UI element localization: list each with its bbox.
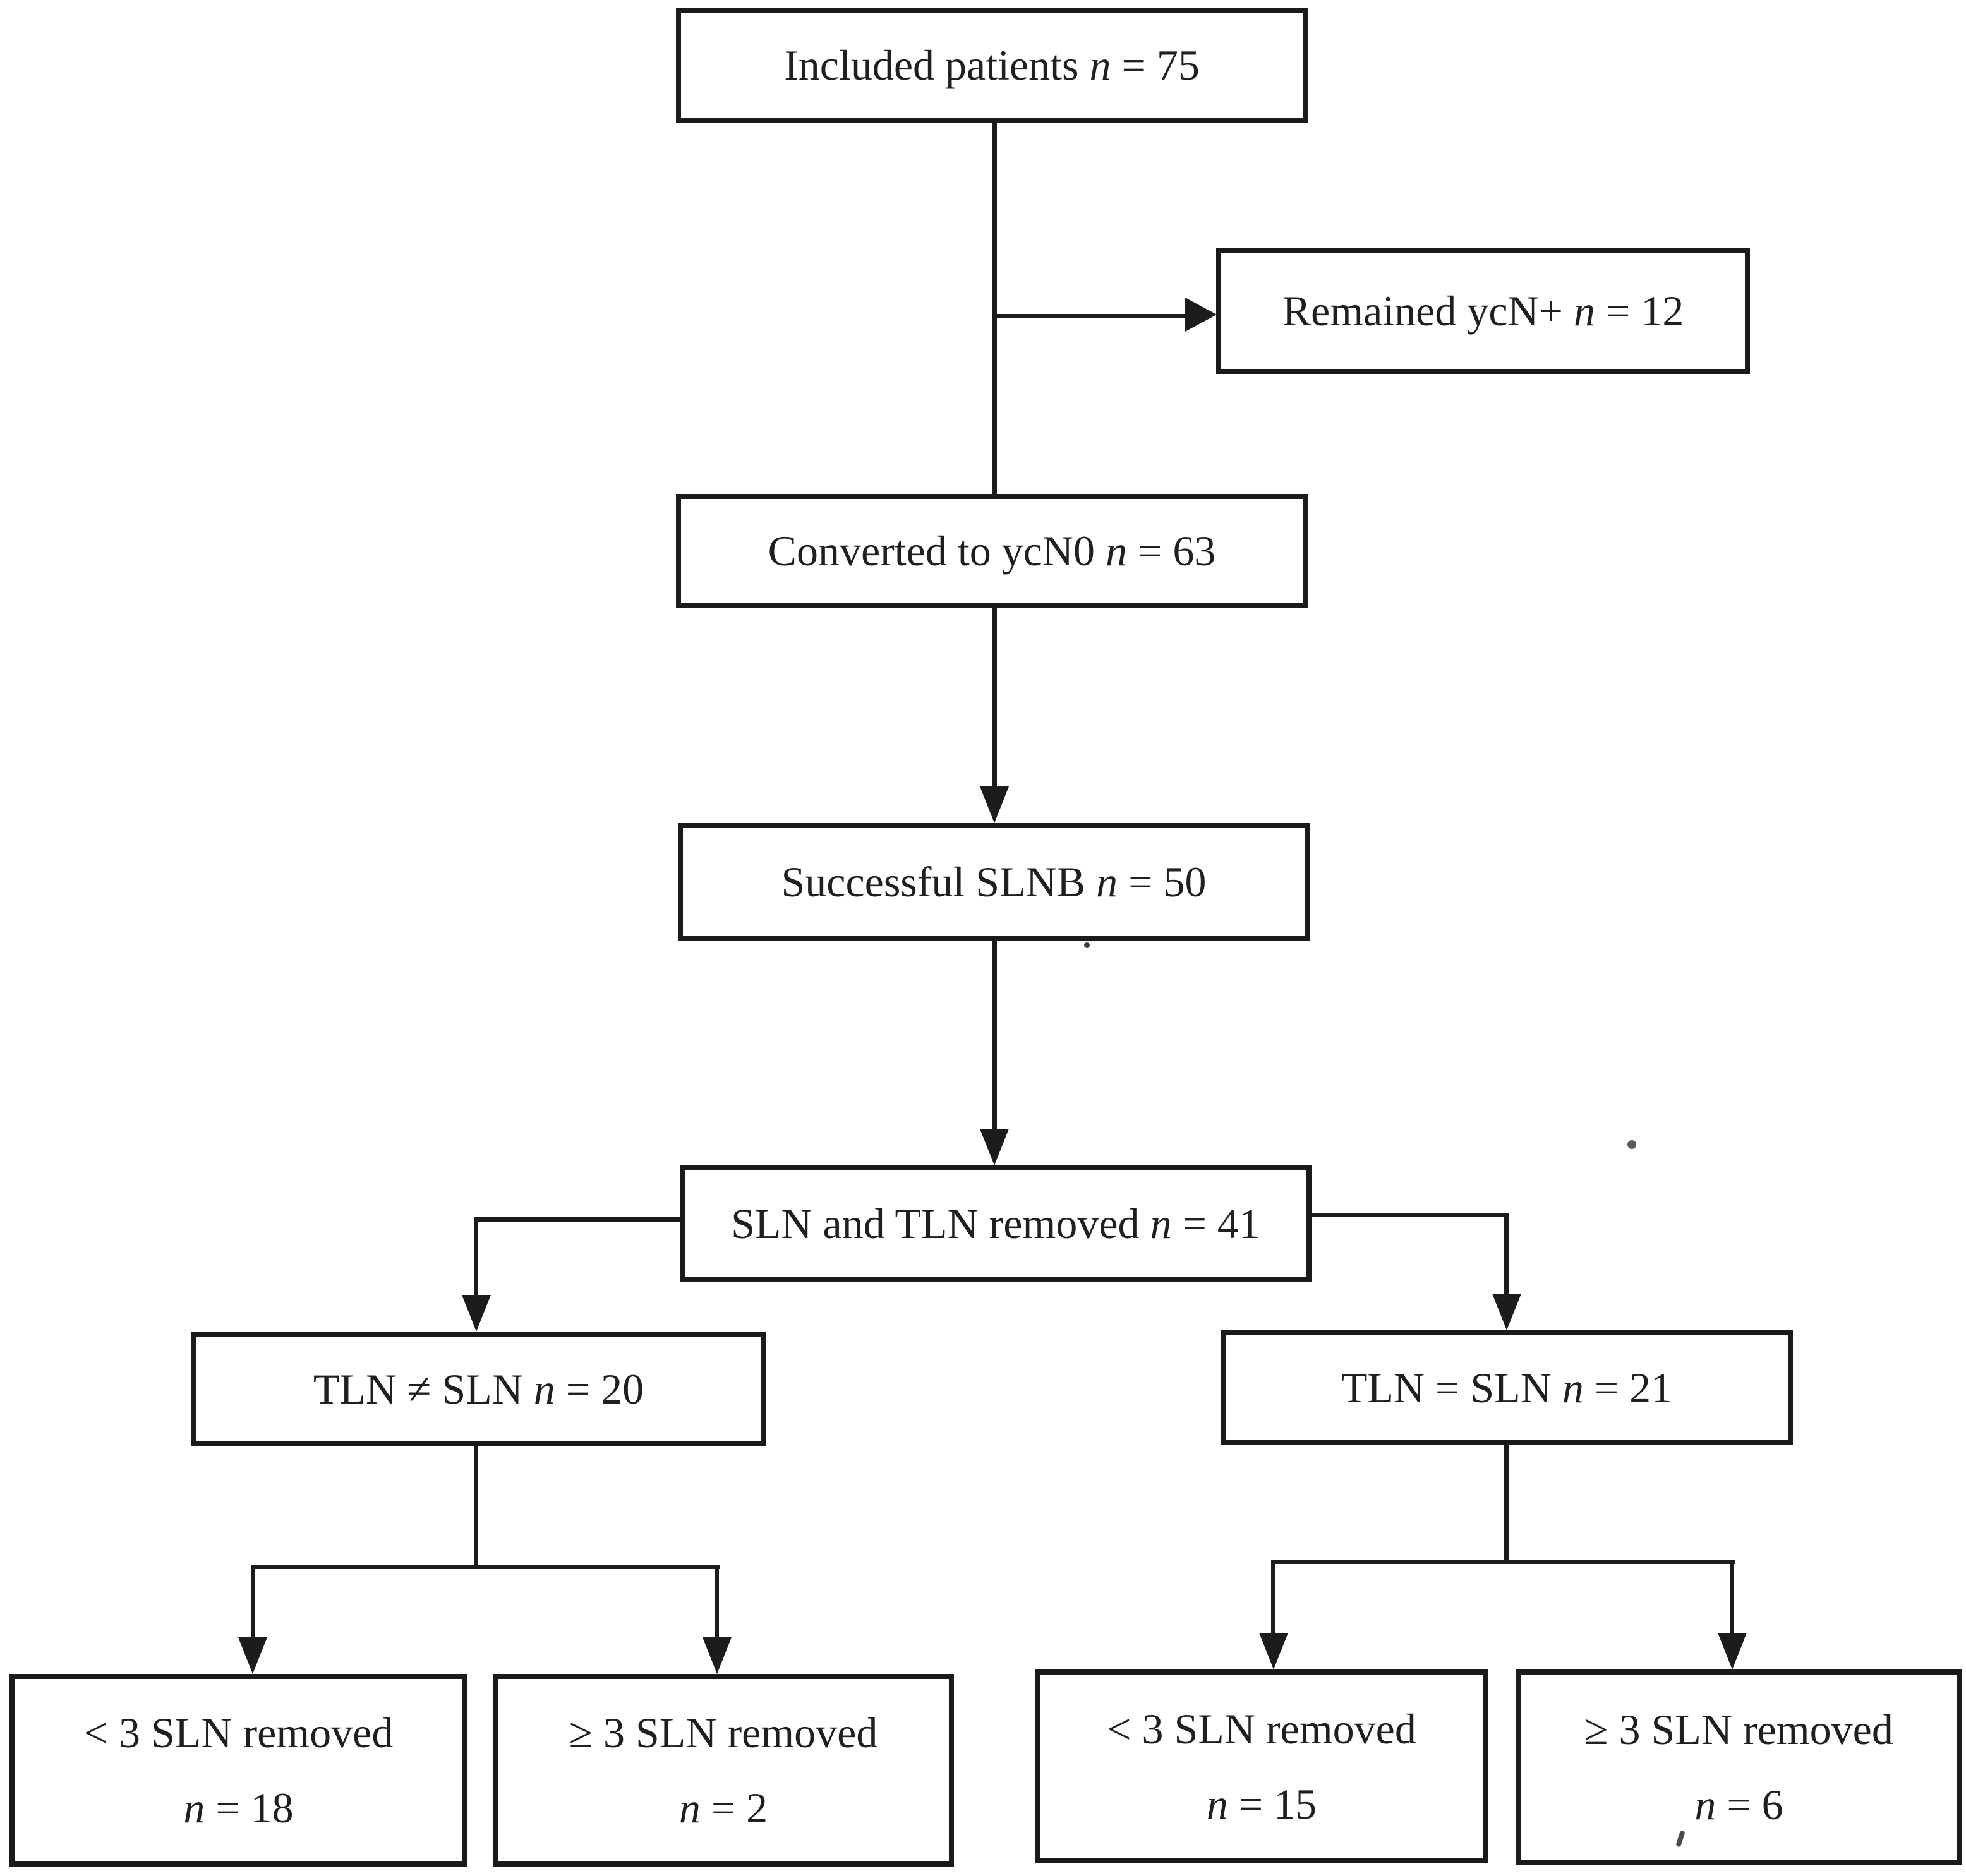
- n-symbol: n: [1106, 526, 1128, 575]
- arrowhead-down-tln-equal: [1492, 1294, 1521, 1330]
- n-value: 63: [1173, 526, 1216, 575]
- node-count: n = 41: [1150, 1200, 1260, 1248]
- connector-tln-equal-stem: [1504, 1445, 1509, 1564]
- n-symbol: n: [1694, 1780, 1716, 1829]
- node-sln-and-tln-removed: SLN and TLN removed n = 41: [680, 1165, 1312, 1282]
- node-label: ≥ 3 SLN removed: [1584, 1705, 1893, 1754]
- node-count: n = 63: [1106, 527, 1215, 575]
- node-remained-ycn-positive: Remained ycN+ n = 12: [1216, 248, 1750, 374]
- equals-symbol: =: [215, 1783, 240, 1832]
- node-gte3-sln-removed-left: ≥ 3 SLN removed n = 2: [493, 1674, 954, 1867]
- arrowhead-down-tln-not-equal: [462, 1295, 491, 1332]
- n-value: 6: [1761, 1780, 1783, 1829]
- arrowhead-down-lt3-right: [1259, 1633, 1288, 1669]
- n-symbol: n: [1096, 858, 1118, 906]
- arrowhead-down-gte3-right: [1718, 1633, 1747, 1669]
- connector-branch-to-remained: [992, 314, 1185, 318]
- connector-drop-gte3-left: [715, 1565, 719, 1642]
- scan-artifact-dot: [1627, 1140, 1636, 1149]
- n-value: 50: [1163, 858, 1207, 906]
- connector-drop-lt3-right: [1271, 1560, 1275, 1637]
- equals-symbol: =: [1238, 1779, 1263, 1828]
- n-symbol: n: [533, 1364, 555, 1413]
- n-symbol: n: [1206, 1779, 1228, 1828]
- node-count: n = 12: [1574, 287, 1684, 335]
- node-count: n = 2: [679, 1783, 768, 1832]
- node-label: TLN = SLN: [1341, 1363, 1552, 1412]
- node-included-patients: Included patients n = 75: [676, 8, 1308, 123]
- equals-symbol: =: [1128, 858, 1153, 906]
- node-count: n = 21: [1562, 1364, 1672, 1412]
- node-label: Included patients: [784, 41, 1079, 90]
- n-symbol: n: [678, 1783, 701, 1832]
- connector-left-tee: [251, 1565, 720, 1569]
- equals-symbol: =: [1727, 1780, 1751, 1829]
- node-successful-slnb: Successful SLNB n = 50: [678, 823, 1310, 941]
- equals-symbol: =: [1121, 41, 1146, 90]
- equals-symbol: =: [1605, 286, 1631, 335]
- node-count: n = 6: [1694, 1780, 1783, 1829]
- connector-tln-not-equal-stem: [474, 1446, 478, 1569]
- connector-removed-left-drop: [474, 1217, 478, 1299]
- equals-symbol: =: [711, 1783, 736, 1832]
- n-symbol: n: [183, 1783, 205, 1832]
- node-tln-not-equal-sln: TLN ≠ SLN n = 20: [191, 1332, 766, 1446]
- node-label: < 3 SLN removed: [1107, 1704, 1416, 1753]
- node-count: n = 75: [1090, 41, 1200, 89]
- node-label-text: ≥ 3 SLN removed: [569, 1709, 878, 1757]
- node-label: < 3 SLN removed: [84, 1708, 394, 1757]
- node-converted-to-ycn0: Converted to ycN0 n = 63: [676, 494, 1308, 608]
- node-count: n = 18: [183, 1783, 293, 1832]
- n-value: 2: [746, 1783, 768, 1832]
- connector-removed-left-horizontal: [474, 1217, 680, 1222]
- connector-drop-gte3-right: [1730, 1560, 1734, 1637]
- arrowhead-right-remained: [1185, 298, 1217, 332]
- node-label-text: < 3 SLN removed: [1107, 1705, 1416, 1753]
- equals-symbol: =: [1594, 1363, 1619, 1412]
- equals-symbol: =: [565, 1364, 591, 1413]
- arrowhead-down-successful: [980, 786, 1009, 823]
- n-value: 21: [1629, 1363, 1673, 1412]
- connector-included-to-converted: [992, 123, 997, 494]
- n-symbol: n: [1150, 1199, 1172, 1248]
- node-label-text: ≥ 3 SLN removed: [1584, 1705, 1893, 1754]
- n-value: 41: [1217, 1199, 1260, 1248]
- equals-symbol: =: [1182, 1199, 1207, 1248]
- n-value: 20: [601, 1364, 644, 1413]
- n-symbol: n: [1089, 41, 1111, 90]
- node-label: Successful SLNB: [781, 858, 1086, 906]
- n-value: 15: [1274, 1779, 1317, 1828]
- node-count: n = 15: [1207, 1779, 1317, 1829]
- connector-converted-to-successful: [992, 608, 997, 791]
- n-value: 75: [1156, 41, 1200, 90]
- arrowhead-down-gte3-left: [703, 1637, 732, 1674]
- n-symbol: n: [1562, 1363, 1584, 1412]
- node-count: n = 20: [534, 1365, 644, 1413]
- connector-drop-lt3-left: [251, 1565, 255, 1642]
- scan-artifact-dot: [1084, 942, 1090, 948]
- connector-successful-to-removed: [992, 941, 997, 1131]
- node-lt3-sln-removed-left: < 3 SLN removed n = 18: [9, 1674, 467, 1867]
- node-tln-equal-sln: TLN = SLN n = 21: [1221, 1330, 1793, 1445]
- node-label: ≥ 3 SLN removed: [569, 1708, 878, 1757]
- node-lt3-sln-removed-right: < 3 SLN removed n = 15: [1035, 1669, 1488, 1863]
- n-value: 12: [1641, 286, 1684, 335]
- node-count: n = 50: [1096, 858, 1206, 906]
- arrowhead-down-lt3-left: [238, 1637, 267, 1674]
- arrowhead-down-removed: [980, 1129, 1009, 1165]
- n-symbol: n: [1573, 286, 1595, 335]
- node-label: Converted to ycN0: [768, 526, 1095, 575]
- connector-right-tee: [1271, 1560, 1735, 1564]
- node-label: SLN and TLN removed: [731, 1199, 1140, 1248]
- connector-removed-right-horizontal: [1312, 1213, 1509, 1217]
- node-label: Remained ycN+: [1282, 286, 1563, 335]
- node-label: TLN ≠ SLN: [313, 1364, 523, 1413]
- connector-removed-right-drop: [1504, 1213, 1509, 1298]
- n-value: 18: [250, 1783, 294, 1832]
- equals-symbol: =: [1138, 526, 1162, 575]
- node-label-text: < 3 SLN removed: [83, 1709, 394, 1757]
- node-gte3-sln-removed-right: ≥ 3 SLN removed n = 6: [1516, 1669, 1962, 1865]
